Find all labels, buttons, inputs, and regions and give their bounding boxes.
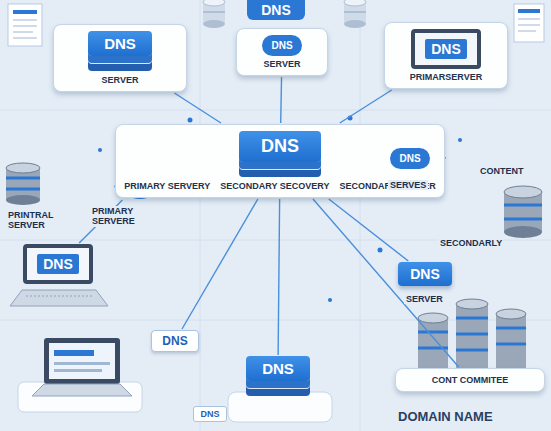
free-label: SERVES [388,180,428,190]
network-link [278,199,280,355]
tag-box: DNS [151,330,198,352]
free-label: DOMAIN NAME [396,410,495,425]
server-label: PRIMARSERVER [410,72,482,82]
server-stacks [418,299,526,368]
dns-box: DNS [398,262,452,286]
free-label: SECONDARLY [438,238,504,248]
dns-text: DNS [399,153,420,164]
network-link [182,199,258,329]
server-platform: PRIMARSERVER DNS [384,22,508,89]
dns-text: DNS [37,254,79,274]
network-link [174,93,221,123]
server-label: SECONDARY SECOVERY [220,181,329,191]
dns-text: DNS [261,2,291,18]
mini-tag: DNS [193,406,226,422]
server-platform: SERVER DNS [236,28,328,76]
server-stack: DNS [239,131,321,162]
document-icon [514,4,544,42]
laptop-base [10,290,108,306]
server-label: SERVER [264,59,301,69]
dns-text: DNS [271,40,292,51]
keyboard [26,296,94,297]
server-platform: CONT COMMITEE [395,368,545,392]
server-stack: DNS [88,31,152,56]
dns-text: DNS [425,39,467,59]
dns-text: DNS [162,334,187,348]
server-label: SERVER [102,75,139,85]
server-label: PRIMARY SERVERY [124,181,210,191]
free-label: SERVER [404,294,445,304]
laptop-screen: DNS [411,29,481,69]
laptop-illustration [18,338,142,412]
server-cylinder [6,163,40,205]
dns-text: DNS [261,136,299,157]
dns-text: DNS [262,360,294,377]
server-platform: SERVER DNS [53,24,187,92]
platform [228,392,332,422]
network-link [280,77,282,123]
dns-text: DNS [410,266,440,282]
network-link [313,199,459,367]
free-label: PRINTRAL SERVER [6,210,68,231]
database-cylinder [344,0,366,28]
document-icon [8,4,42,46]
dns-text: DNS [104,35,136,52]
laptop-screen: DNS [23,244,93,284]
server-cylinder [504,186,542,238]
dns-text: DNS [200,409,219,419]
server-label: CONT COMMITEE [432,375,509,385]
free-label: PRIMARY SERVERE [90,206,158,227]
database-cylinder [203,0,225,28]
header-tab: DNS [247,0,305,20]
dns-badge: DNS [262,35,301,56]
server-stack: DNS [246,356,310,381]
network-link [340,90,392,123]
dns-badge: DNS [390,148,429,169]
free-label: CONTENT [478,166,526,176]
